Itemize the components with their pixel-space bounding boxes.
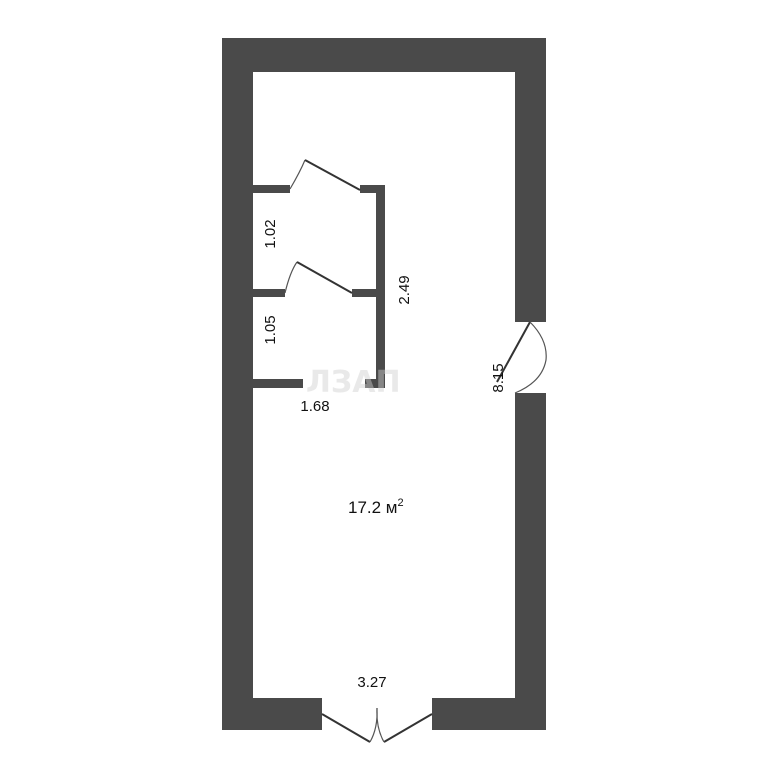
room-area-value: 17.2 м bbox=[348, 498, 398, 517]
entrance-door-right-swing bbox=[376, 707, 385, 743]
closet-middle-wall bbox=[253, 289, 285, 297]
closet-bottom-wall-stub bbox=[365, 379, 385, 388]
entrance-door-left-swing bbox=[369, 707, 378, 743]
closet-width-label: 1.68 bbox=[300, 398, 329, 415]
top-wall bbox=[222, 38, 546, 72]
closet-bottom-wall bbox=[253, 379, 303, 388]
right-wall-lower bbox=[515, 393, 546, 730]
closet-top-wall bbox=[253, 185, 290, 193]
lower-closet-height-label: 1.05 bbox=[262, 315, 279, 344]
bottom-wall-left bbox=[222, 698, 322, 730]
closet-top-wall-stub bbox=[360, 185, 385, 193]
entrance-door-left-leaf[interactable] bbox=[321, 713, 371, 743]
bottom-wall-right bbox=[432, 698, 546, 730]
room-area-label: 17.2 м2 bbox=[348, 497, 404, 517]
lower-closet-door-swing bbox=[284, 261, 298, 294]
closet-total-height-label: 2.49 bbox=[396, 275, 413, 304]
side-door-swing bbox=[514, 321, 547, 394]
closet-middle-wall-stub bbox=[352, 289, 385, 297]
upper-closet-height-label: 1.02 bbox=[262, 219, 279, 248]
left-wall bbox=[222, 38, 253, 730]
room-length-label: 8.15 bbox=[490, 363, 507, 392]
closet-right-wall bbox=[376, 185, 385, 388]
upper-closet-door-swing bbox=[289, 159, 306, 190]
right-wall-upper bbox=[515, 38, 546, 322]
room-area-unit-superscript: 2 bbox=[398, 497, 404, 509]
room-width-label: 3.27 bbox=[357, 674, 386, 691]
side-door-leaf[interactable] bbox=[496, 321, 531, 383]
upper-closet-door-leaf[interactable] bbox=[304, 159, 361, 191]
lower-closet-door-leaf[interactable] bbox=[296, 261, 353, 294]
watermark: ЛЗАП bbox=[306, 365, 401, 400]
entrance-door-right-leaf[interactable] bbox=[383, 713, 433, 743]
